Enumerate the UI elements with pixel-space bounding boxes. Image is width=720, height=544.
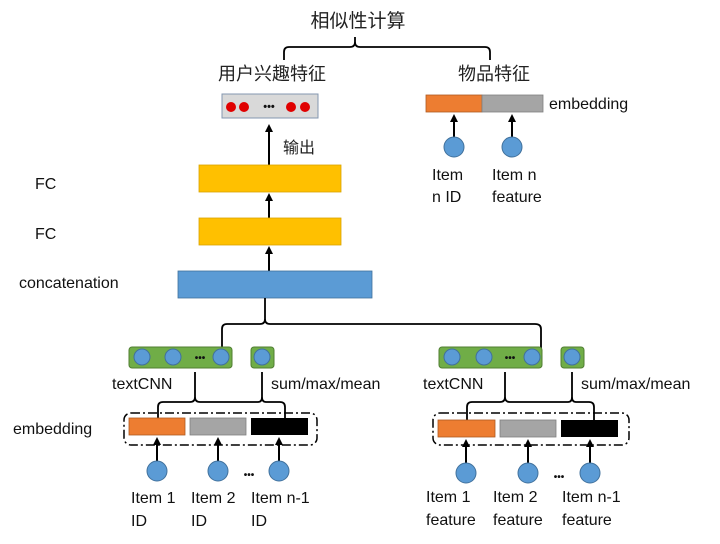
- input-ellipsis: •••: [244, 470, 255, 481]
- item-feature-embedding: [481, 94, 544, 113]
- input-node: [443, 136, 465, 158]
- embedding-gray: [189, 417, 247, 436]
- top-brace: [283, 37, 491, 60]
- fc-layer-top: [198, 164, 342, 193]
- left-embedding-label: embedding: [13, 421, 92, 438]
- input-node: [146, 460, 168, 482]
- input-node: [207, 460, 229, 482]
- user-feature-label: 用户兴趣特征: [218, 64, 326, 85]
- input-label: ID: [191, 513, 207, 530]
- input-label: Item 1: [426, 489, 471, 506]
- node: [253, 348, 271, 366]
- red-dot: [300, 102, 310, 112]
- left-embedding-group: [123, 412, 318, 446]
- ellipsis: •••: [195, 353, 206, 364]
- input-label: feature: [426, 512, 476, 529]
- item-feature-label: 物品特征: [458, 64, 530, 85]
- input-label: Item n-1: [562, 489, 621, 506]
- left-pool-label: sum/max/mean: [271, 376, 380, 393]
- node: [443, 348, 461, 366]
- right-textcnn-label: textCNN: [423, 376, 483, 393]
- input-node: [517, 462, 539, 484]
- node: [523, 348, 541, 366]
- output-label: 输出: [283, 138, 315, 157]
- input-label: Item 1: [131, 490, 176, 507]
- item-n-feature-line2: feature: [492, 189, 542, 206]
- node: [133, 348, 151, 366]
- red-dot: [226, 102, 236, 112]
- red-dot: [239, 102, 249, 112]
- red-dot: [286, 102, 296, 112]
- node: [164, 348, 182, 366]
- input-node: [501, 136, 523, 158]
- input-ellipsis: •••: [554, 472, 565, 483]
- item-embedding-label: embedding: [549, 96, 628, 113]
- input-label: Item 2: [493, 489, 538, 506]
- embedding-orange: [128, 417, 186, 436]
- input-node: [455, 462, 477, 484]
- embedding-black: [561, 420, 618, 437]
- embedding-black: [251, 418, 308, 435]
- fc-layer-bottom: [198, 217, 342, 246]
- concat-label: concatenation: [19, 275, 119, 292]
- item-n-feature-line1: Item n: [492, 167, 536, 184]
- ellipsis: •••: [505, 353, 516, 364]
- item-n-id-line1: Item: [432, 167, 463, 184]
- item-id-embedding: [425, 94, 483, 113]
- similarity-title: 相似性计算: [310, 10, 405, 32]
- concat-layer: [177, 270, 373, 299]
- input-label: ID: [131, 513, 147, 530]
- embedding-gray: [499, 419, 557, 438]
- embedding-orange: [437, 419, 496, 438]
- input-label: feature: [493, 512, 543, 529]
- item-n-id-line2: n ID: [432, 189, 461, 206]
- fc-label-top: FC: [35, 176, 56, 193]
- input-label: Item n-1: [251, 490, 310, 507]
- left-textcnn-label: textCNN: [112, 376, 172, 393]
- left-brace: [157, 372, 286, 422]
- input-label: Item 2: [191, 490, 236, 507]
- input-label: ID: [251, 513, 267, 530]
- fc-label-bottom: FC: [35, 226, 56, 243]
- node: [563, 348, 581, 366]
- ellipsis: •••: [263, 101, 275, 113]
- input-node: [579, 462, 601, 484]
- concat-brace: [221, 310, 542, 348]
- right-pool-label: sum/max/mean: [581, 376, 690, 393]
- input-node: [268, 460, 290, 482]
- node: [212, 348, 230, 366]
- right-brace: [466, 372, 595, 422]
- node: [475, 348, 493, 366]
- input-label: feature: [562, 512, 612, 529]
